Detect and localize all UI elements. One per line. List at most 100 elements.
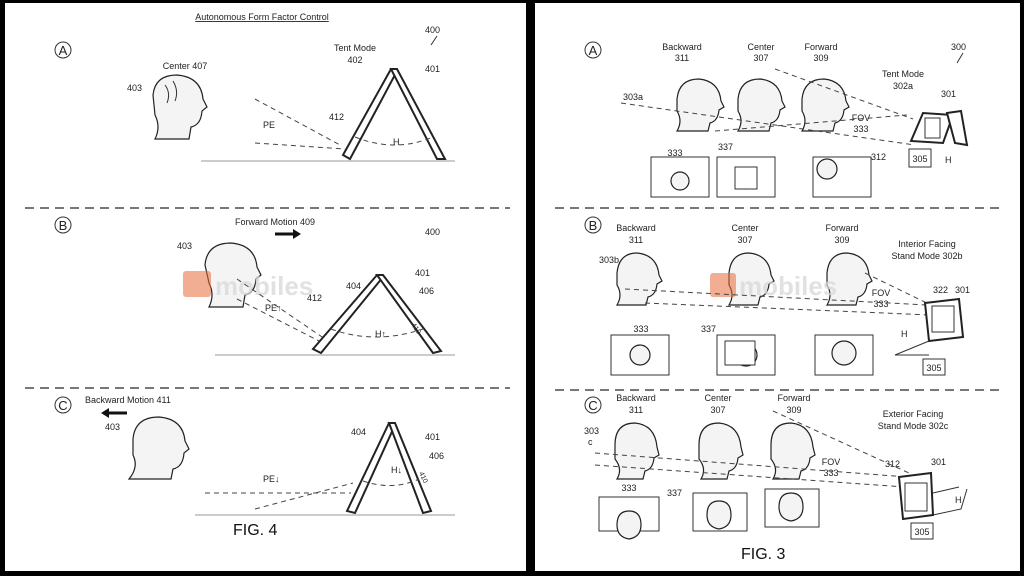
- ref-312-c: 312: [885, 459, 900, 469]
- ref-401-a: 401: [425, 64, 440, 74]
- head-row-b: [615, 252, 873, 306]
- device-screen-c: [904, 482, 928, 512]
- fov-num-c: 333: [823, 468, 838, 478]
- tent-mode-label-a: Tent Mode: [882, 69, 924, 79]
- ref-303a: 303a: [623, 92, 643, 102]
- ref-305-b: 305: [926, 363, 941, 373]
- tent-mode-num-a: 302a: [893, 81, 913, 91]
- h-label-3a: H: [945, 155, 952, 165]
- ref-412-b: 412: [307, 293, 322, 303]
- eye-line-b: [236, 298, 324, 344]
- user-head-c: [127, 416, 190, 480]
- ref-300-arrow: [956, 52, 964, 64]
- ref-403-c: 403: [105, 422, 120, 432]
- device-screen-a: [924, 117, 941, 139]
- ref-333-b: 333: [633, 324, 648, 334]
- face-thumbnails-b: [610, 334, 874, 376]
- center-label-b: Center: [731, 223, 758, 233]
- fig4-label: FIG. 4: [233, 522, 278, 539]
- stand-base-b: [894, 340, 930, 356]
- fig3-sheet: A Backward 311 Center 307 Forward 309 30…: [535, 3, 1020, 571]
- panel-a-letter: A: [59, 43, 68, 58]
- ref-406-b: 406: [419, 286, 434, 296]
- fov-num-a: 333: [853, 124, 868, 134]
- fig3-panel-a-marker: [584, 41, 602, 59]
- watermark-logo-icon: [183, 271, 211, 297]
- fig3-panel-c: C Backward 311 Center 307 Forward 309 Ex…: [584, 393, 968, 540]
- forward-num-b: 309: [834, 235, 849, 245]
- eye-line-c3: [594, 452, 908, 478]
- face-thumbnails-a: [650, 156, 872, 198]
- panel-b-letter: B: [59, 218, 68, 233]
- stand-device-b: [894, 297, 965, 356]
- detect-box-center-a: [734, 166, 758, 190]
- ref-404-b: 404: [346, 281, 361, 291]
- head-row-a: [675, 78, 850, 132]
- center-label-a: Center: [747, 42, 774, 52]
- thumb-face-forward-a: [816, 158, 838, 180]
- panel-c-marker: [54, 396, 72, 414]
- eye-line-a3: [620, 102, 916, 146]
- fov-upper-a: [774, 68, 914, 120]
- pe-label-a: PE: [263, 120, 275, 130]
- fig4-panel-a: A Center 407 Tent Mode 402 400 401 403 P…: [54, 25, 455, 162]
- thumb-face-backward-c: [616, 510, 642, 540]
- h-label-b: H↑: [375, 329, 386, 339]
- fig4-title: Autonomous Form Factor Control: [195, 12, 329, 22]
- ref-406-c: 406: [429, 451, 444, 461]
- interior-mode-label: Interior Facing: [898, 239, 956, 249]
- fig3-panel-c-marker: [584, 396, 602, 414]
- fov-lower-c: [594, 464, 906, 488]
- face-detect-box-b: [922, 358, 946, 376]
- ref-333-a: 333: [667, 148, 682, 158]
- hinge-angle-a: [354, 136, 434, 146]
- fov-upper-b: [864, 272, 936, 308]
- user-head-b: [204, 242, 262, 308]
- backward-num-a: 311: [675, 53, 689, 63]
- backward-num-c: 311: [629, 405, 643, 415]
- watermark-logo-icon-b: [710, 273, 736, 297]
- face-detect-box-c: [910, 522, 934, 540]
- h-label-3c: H: [955, 495, 962, 505]
- head-row-c: [614, 422, 816, 480]
- backward-label-a: Backward: [662, 42, 702, 52]
- hinge-label-c: 410: [417, 471, 428, 485]
- fig3-panel-b-letter: B: [589, 218, 598, 233]
- fig4-panel-b: B Forward Motion 409 400 403 401 404 406…: [54, 216, 455, 356]
- hinge-angle-b: [330, 328, 424, 338]
- ref-401-b: 401: [415, 268, 430, 278]
- hinge-angle-c: [362, 478, 420, 486]
- ref-337-b: 337: [701, 324, 716, 334]
- forward-label-c: Forward: [777, 393, 810, 403]
- h-label-a: H: [393, 137, 400, 147]
- exterior-mode-label: Exterior Facing: [883, 409, 944, 419]
- center-num-b: 307: [737, 235, 752, 245]
- center-num-c: 307: [710, 405, 725, 415]
- backward-motion-label: Backward Motion 411: [85, 395, 171, 405]
- watermark: mobiles: [183, 271, 313, 301]
- forward-num-a: 309: [813, 53, 828, 63]
- forward-arrowhead-icon: [293, 229, 301, 239]
- detect-box-center-b: [724, 340, 756, 366]
- forward-num-c: 309: [786, 405, 801, 415]
- ref-303c-suffix: c: [588, 437, 593, 447]
- thumb-face-backward-a: [670, 171, 690, 191]
- fig4-sheet: Autonomous Form Factor Control A Center …: [5, 3, 526, 571]
- fig3-panel-b: B Backward 311 Center 307 Forward 309 In…: [584, 216, 970, 376]
- device-screen-b: [931, 305, 955, 333]
- panel-b-marker: [54, 216, 72, 234]
- fov-label-a: FOV: [852, 113, 871, 123]
- ref-337-c: 337: [667, 488, 682, 498]
- tent-device-a: [341, 67, 447, 161]
- watermark-text-b: mobiles: [739, 271, 837, 301]
- ref-403-a: 403: [127, 83, 142, 93]
- fov-num-b: 333: [873, 299, 888, 309]
- eye-line-a: [254, 142, 346, 150]
- thumb-face-forward-c: [778, 492, 804, 522]
- ref-305-c: 305: [914, 527, 929, 537]
- center-label-c: Center: [704, 393, 731, 403]
- tent-mode-label: Tent Mode: [334, 43, 376, 53]
- forward-label-a: Forward: [804, 42, 837, 52]
- fig3-panel-c-letter: C: [588, 398, 597, 413]
- fov-label-b: FOV: [872, 288, 891, 298]
